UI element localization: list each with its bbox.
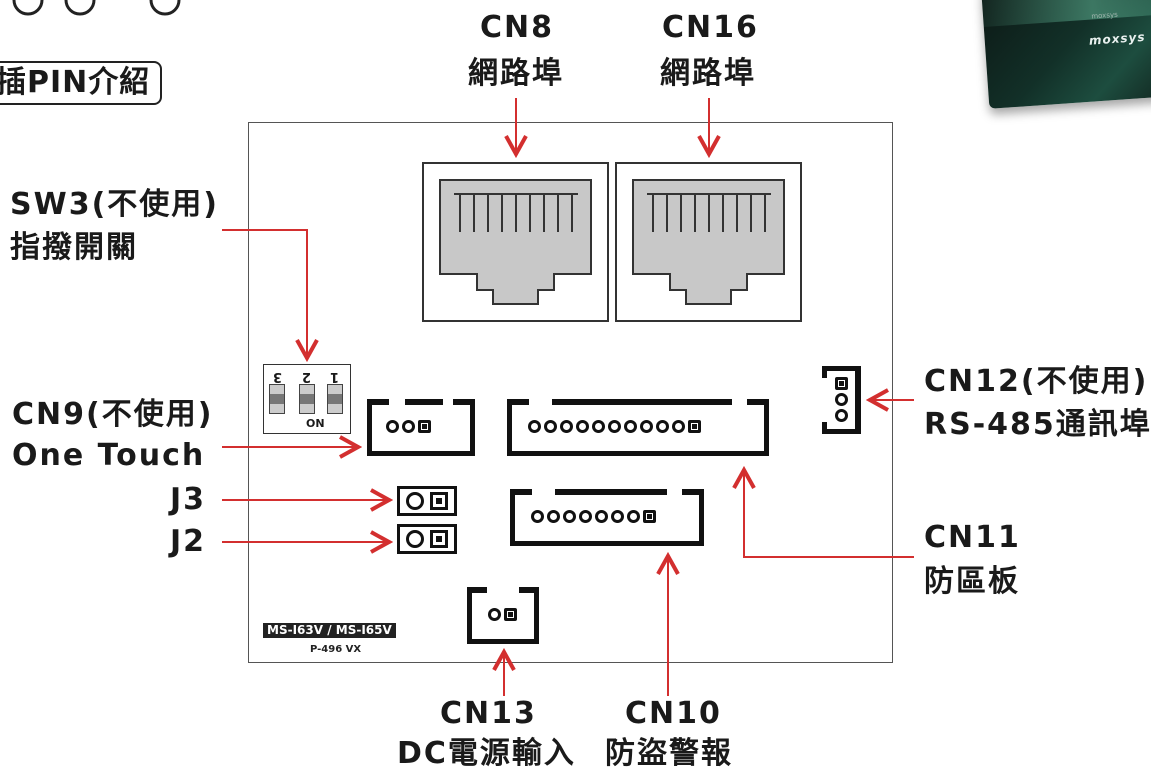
connector-cn11 [507, 399, 769, 456]
label-cn16-title: CN16 [662, 10, 759, 45]
device-small-text: moxsys [1091, 10, 1118, 21]
dip-lever [269, 384, 285, 414]
connector-cn12 [822, 366, 858, 434]
connector-cn13 [467, 587, 539, 644]
dip-switch-sw3: 3 2 1 ON [263, 364, 351, 434]
rj45-cn16 [615, 162, 802, 322]
label-cn9-title: CN9(不使用) [12, 397, 214, 432]
pcb-board [248, 122, 893, 663]
label-cn9-desc: One Touch [12, 438, 206, 473]
device-photo: moxsys moxsys [980, 0, 1151, 109]
label-cn11-desc: 防區板 [924, 564, 1020, 599]
dip-on-label: ON [306, 417, 325, 430]
label-cn13-desc: DC電源輸入 [397, 736, 576, 771]
dip-number-2: 2 [302, 369, 312, 384]
label-cn8-title: CN8 [480, 10, 554, 45]
board-model: MS-I63V / MS-I65V [263, 623, 396, 638]
label-cn10-title: CN10 [625, 696, 722, 731]
label-cn12-title: CN12(不使用) [924, 364, 1149, 399]
section-title: 插PIN介紹 [0, 61, 163, 105]
dip-number-3: 3 [273, 369, 283, 384]
label-sw3-title: SW3(不使用) [10, 187, 219, 222]
connector-cn10 [510, 489, 704, 546]
label-cn10-desc: 防盜警報 [605, 736, 733, 771]
label-j2: J2 [170, 524, 207, 559]
board-part-number: P-496 VX [310, 644, 362, 655]
dip-lever [327, 384, 343, 414]
dip-number-1: 1 [330, 369, 340, 384]
label-cn12-desc: RS-485通訊埠 [924, 407, 1151, 442]
connector-cn9 [367, 399, 475, 456]
label-j3: J3 [170, 482, 207, 517]
label-sw3-desc: 指撥開關 [10, 230, 138, 265]
device-brand-logo: moxsys [1088, 29, 1146, 48]
jumper-j3 [397, 486, 457, 516]
label-cn8-desc: 網路埠 [468, 56, 564, 91]
label-cn13-title: CN13 [440, 696, 537, 731]
label-cn16-desc: 網路埠 [660, 56, 756, 91]
jumper-j2 [397, 524, 457, 554]
cropped-decoration [12, 0, 181, 16]
label-cn11-title: CN11 [924, 520, 1021, 555]
rj45-cn8 [422, 162, 609, 322]
dip-lever [299, 384, 315, 414]
